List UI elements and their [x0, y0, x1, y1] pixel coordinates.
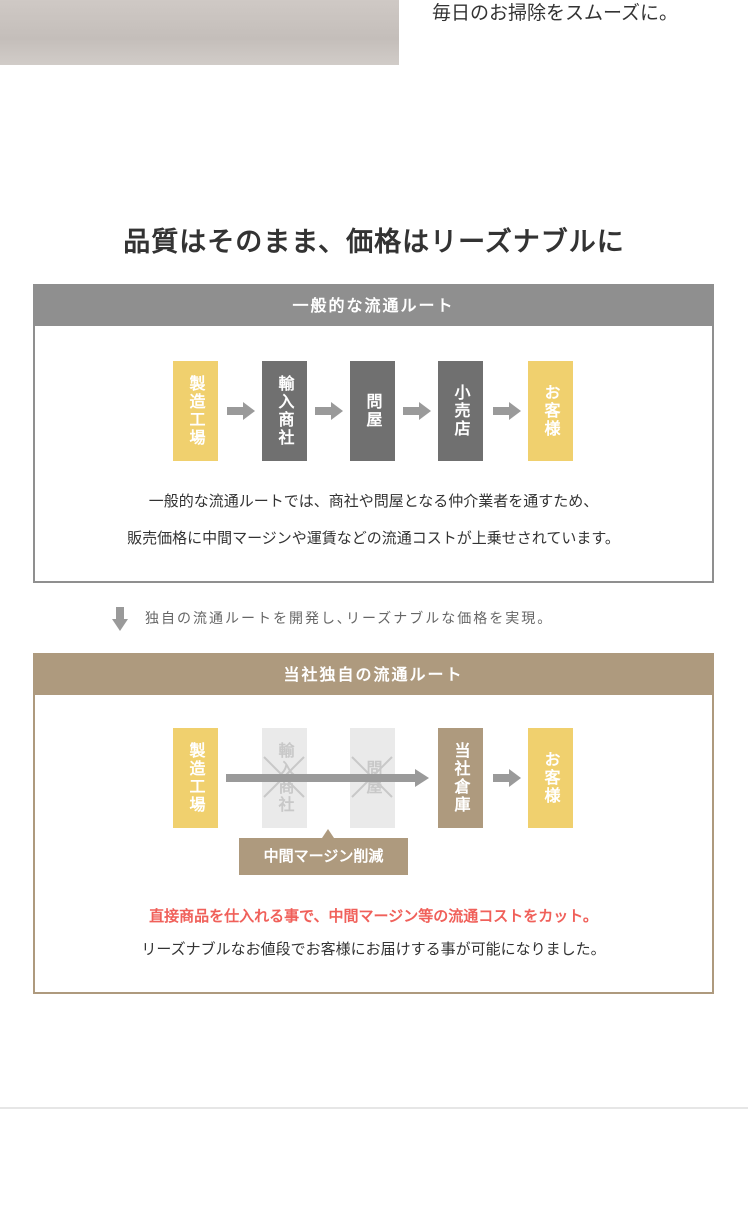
general-desc-2: 販売価格に中間マージンや運賃などの流通コストが上乗せされています。: [127, 529, 620, 547]
arrow-right-icon: [403, 402, 431, 420]
step-trading-company: 輸入商社: [262, 361, 307, 461]
arrow-right-icon: [493, 769, 521, 787]
step-customer: お客様: [528, 361, 573, 461]
step-factory: 製造工場: [173, 728, 218, 828]
section-heading: 品質はそのまま、価格はリーズナブルに: [123, 227, 625, 258]
arrow-right-icon: [493, 402, 521, 420]
photo-caption: 毎日のお掃除をスムーズに。: [432, 2, 679, 24]
step-own-warehouse: 当社倉庫: [438, 728, 483, 828]
step-customer: お客様: [528, 728, 573, 828]
own-desc-2: リーズナブルなお値段でお客様にお届けする事が可能になりました。: [141, 940, 606, 958]
general-route-title: 一般的な流通ルート: [35, 286, 712, 326]
divider: [0, 1107, 748, 1109]
general-route-panel: 一般的な流通ルート: [33, 284, 714, 583]
long-arrow-icon: [226, 769, 429, 787]
step-factory: 製造工場: [173, 361, 218, 461]
arrow-right-icon: [227, 402, 255, 420]
arrow-down-icon: [112, 607, 128, 631]
margin-reduction-badge: 中間マージン削減: [239, 838, 408, 875]
general-desc-1: 一般的な流通ルートでは、商社や問屋となる仲介業者を通すため、: [148, 492, 599, 510]
route-note: 独自の流通ルートを開発し､リーズナブルな価格を実現。: [145, 611, 554, 627]
floor-photo: [0, 0, 399, 65]
step-wholesaler: 問屋: [350, 361, 395, 461]
badge-pointer-icon: [322, 829, 334, 838]
own-desc-highlight: 直接商品を仕入れる事で、中間マージン等の流通コストをカット。: [149, 907, 598, 925]
own-route-title: 当社独自の流通ルート: [35, 655, 712, 695]
step-retailer: 小売店: [438, 361, 483, 461]
own-route-panel: 当社独自の流通ルート: [33, 653, 714, 994]
arrow-right-icon: [315, 402, 343, 420]
